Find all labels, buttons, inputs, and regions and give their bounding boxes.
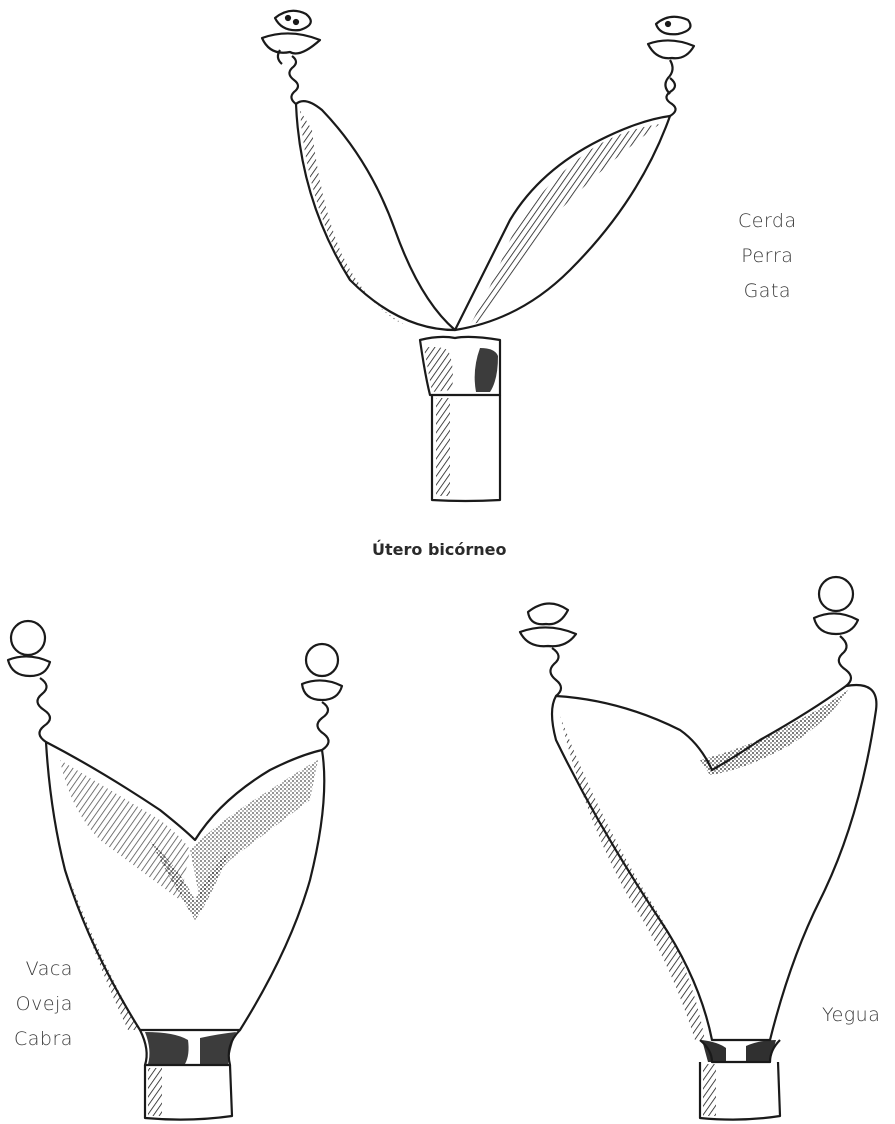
left-horn — [296, 101, 455, 330]
right-oviduct-mare — [839, 636, 851, 686]
mare-body — [552, 685, 876, 1040]
right-ovary-ruminant — [302, 644, 342, 700]
left-ovary-ruminant — [8, 621, 50, 676]
bicornuate-species-list: Cerda Perra Gata — [738, 210, 797, 302]
right-ovary-mare — [814, 577, 858, 634]
right-oviduct — [666, 78, 675, 116]
species-label: Oveja — [16, 993, 73, 1015]
species-label: Gata — [744, 280, 791, 302]
left-ovary-mare — [520, 603, 576, 646]
mare-uterus — [520, 577, 876, 1120]
species-label: Vaca — [26, 958, 73, 980]
bicornuate-caption: Útero bicórneo — [372, 540, 506, 559]
left-oviduct — [289, 56, 298, 104]
left-oviduct-mare — [550, 648, 561, 696]
species-label: Cerda — [738, 210, 797, 232]
ruminant-species-list: Vaca Oveja Cabra — [14, 958, 73, 1050]
species-label: Cabra — [14, 1028, 73, 1050]
right-oviduct-ruminant — [317, 702, 328, 750]
bicornuate-uterus — [262, 11, 694, 501]
species-label: Yegua — [822, 1004, 880, 1026]
left-ovary — [262, 11, 320, 64]
species-label: Perra — [741, 245, 793, 267]
left-oviduct-ruminant — [37, 678, 50, 742]
right-ovary — [648, 17, 694, 94]
